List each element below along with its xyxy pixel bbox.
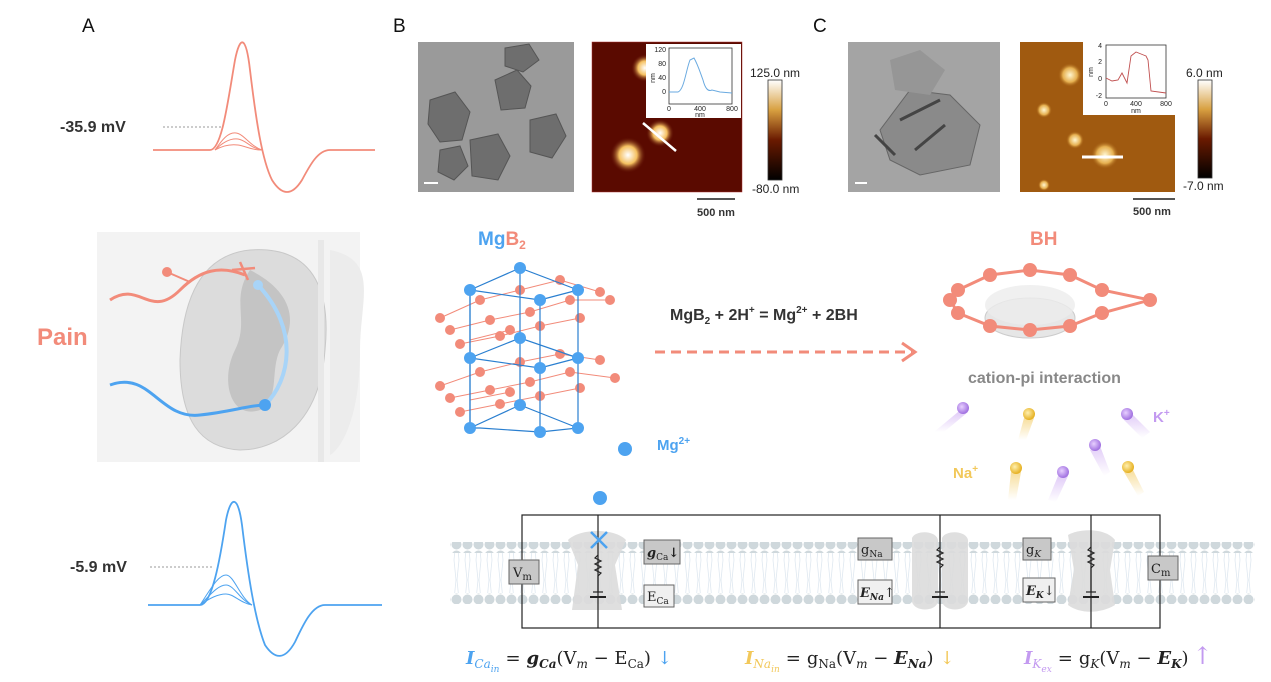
reaction-arrow xyxy=(655,341,918,363)
bh-colorbar-min: -7.0 nm xyxy=(1183,179,1224,193)
mgb2-colorbar-min: -80.0 nm xyxy=(752,182,799,196)
inset-c-ytick: 4 xyxy=(1098,43,1102,50)
cation-pi-label: cation-pi interaction xyxy=(968,370,1121,387)
magnesium-ion xyxy=(593,491,607,505)
bh-height-profile-inset: 4 2 0 -2 0 400 800 nm nm xyxy=(1083,42,1176,115)
sodium-label: Na+ xyxy=(953,464,978,482)
svg-text:gK: gK xyxy=(1026,543,1042,560)
potassium-label: K+ xyxy=(1153,408,1170,426)
mgb2-crystal-lattice xyxy=(435,262,620,438)
calcium-current-equation: ICain=gCa(Vm − ECa)↓ xyxy=(465,648,672,675)
inset-b-ytick: 40 xyxy=(658,75,666,82)
spinal-cord-illustration xyxy=(97,232,364,462)
mgb2-colorbar-max: 125.0 nm xyxy=(750,66,800,80)
potassium-ions xyxy=(934,402,1150,502)
panel-label-c: C xyxy=(813,16,827,37)
inset-b-xtick: 0 xyxy=(667,106,671,113)
bh-label: BH xyxy=(1030,229,1057,250)
blocked-channel-x-icon xyxy=(590,531,608,549)
inset-b-ytick: 80 xyxy=(658,61,666,68)
pain-action-potential-trace xyxy=(153,41,375,193)
circuit-label-gk: gK xyxy=(1022,537,1052,561)
mgb2-height-profile-inset: 120 80 40 0 0 400 800 nm nm xyxy=(646,44,741,119)
mgb2-label: MgB2 xyxy=(478,229,526,252)
circuit-label-cm: Cm xyxy=(1147,555,1179,581)
inset-b-xlabel: nm xyxy=(695,112,705,119)
inset-b-xtick: 800 xyxy=(726,106,738,113)
circuit-label-eca: ECa xyxy=(643,584,675,608)
inset-c-ytick: 0 xyxy=(1098,76,1102,83)
magnesium-label: Mg2+ xyxy=(657,436,690,454)
pain-label: Pain xyxy=(37,324,88,351)
svg-text:EK↓: EK↓ xyxy=(1025,584,1055,601)
inset-b-xtick: 400 xyxy=(694,106,706,113)
inset-b-ylabel: nm xyxy=(650,73,657,83)
inset-c-ytick: -2 xyxy=(1096,93,1102,100)
circuit-label-vm: Vm xyxy=(508,559,540,585)
sodium-current-equation: INain=gNa(Vm − ENa)↓ xyxy=(744,648,955,675)
circuit-label-ek: EK↓ xyxy=(1022,577,1056,603)
inset-c-xtick: 0 xyxy=(1104,101,1108,108)
reaction-equation: MgB2 + 2H+ = Mg2+ + 2BH xyxy=(670,305,858,327)
inset-c-ytick: 2 xyxy=(1098,59,1102,66)
bh-tem-image xyxy=(848,42,1000,192)
cell-membrane xyxy=(450,542,1255,604)
svg-text:gCa↓: gCa↓ xyxy=(647,546,679,563)
normal-threshold-voltage: -5.9 mV xyxy=(70,559,127,576)
sodium-ions xyxy=(1008,408,1144,500)
circuit-label-ena: ENa↑ xyxy=(857,579,895,605)
mgb2-scale-label: 500 nm xyxy=(697,207,735,219)
bh-scale-label: 500 nm xyxy=(1133,206,1171,218)
svg-text:ECa: ECa xyxy=(647,590,669,607)
inset-b-ytick: 0 xyxy=(662,89,666,96)
bh-ring-structure xyxy=(943,263,1157,339)
circuit-label-gna: gNa xyxy=(857,537,893,561)
svg-text:Cm: Cm xyxy=(1151,562,1171,579)
mgb2-tem-image xyxy=(418,42,574,192)
magnesium-ion xyxy=(618,442,632,456)
potassium-current-equation: IKex=gK(Vm − EK)↑ xyxy=(1023,642,1213,675)
inset-c-ylabel: nm xyxy=(1088,67,1095,77)
ion-channels xyxy=(568,530,1115,612)
panel-label-b: B xyxy=(393,16,406,37)
panel-label-a: A xyxy=(82,16,95,37)
svg-text:Vm: Vm xyxy=(512,566,532,583)
bh-colorbar xyxy=(1197,79,1213,179)
pain-threshold-voltage: -35.9 mV xyxy=(60,119,126,136)
svg-text:gNa: gNa xyxy=(861,543,883,560)
inset-c-xlabel: nm xyxy=(1131,108,1141,115)
normal-action-potential-trace xyxy=(148,500,382,657)
bh-colorbar-max: 6.0 nm xyxy=(1186,66,1223,80)
svg-text:ENa↑: ENa↑ xyxy=(859,586,895,603)
inset-c-xtick: 400 xyxy=(1130,101,1142,108)
mgb2-colorbar xyxy=(767,79,783,181)
circuit-label-gca: gCa↓ xyxy=(643,539,681,565)
inset-c-xtick: 800 xyxy=(1160,101,1172,108)
inset-b-ytick: 120 xyxy=(654,47,666,54)
